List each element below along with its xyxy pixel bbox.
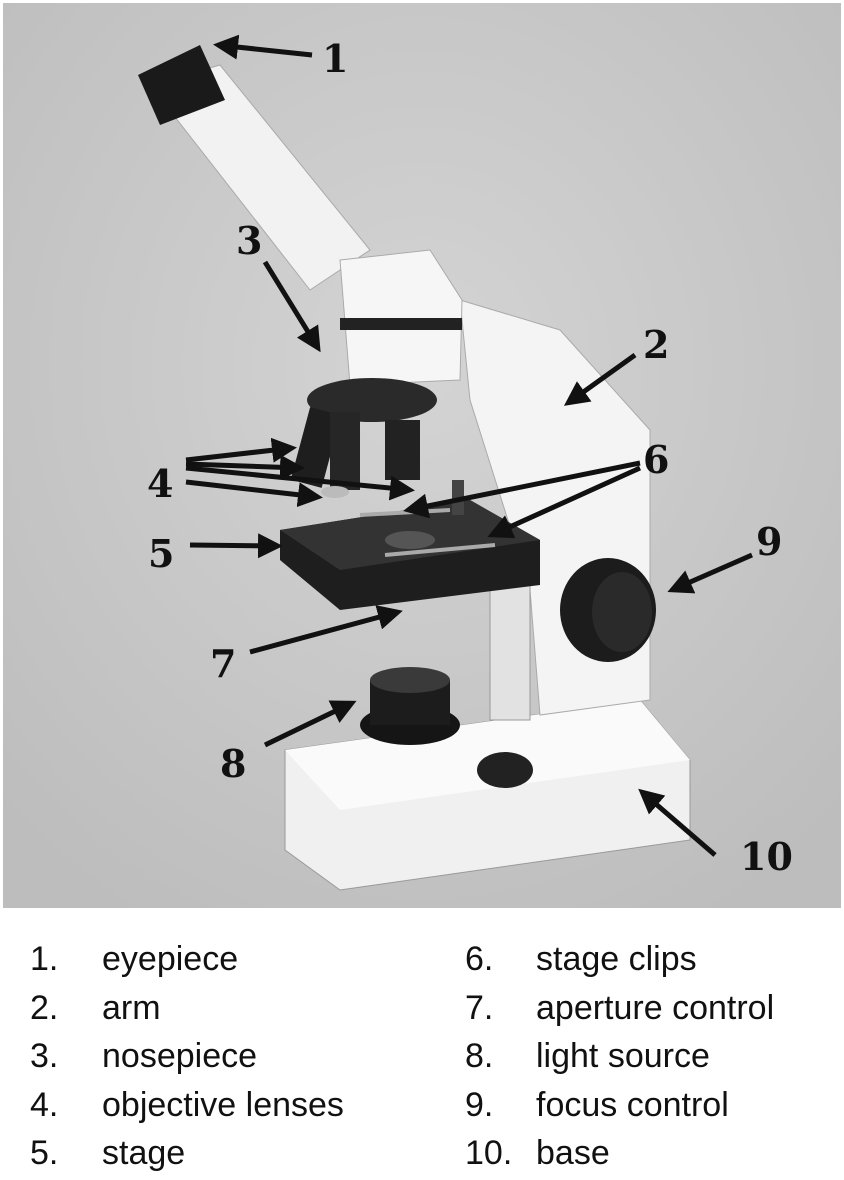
label-7: 7 xyxy=(210,641,236,686)
legend-text: stage xyxy=(102,1134,186,1172)
legend-number: 2. xyxy=(30,988,59,1027)
legend-text: base xyxy=(536,1134,610,1172)
legend-number: 8. xyxy=(465,1037,494,1075)
legend-item: 10. base xyxy=(465,1129,774,1178)
legend-text: light source xyxy=(536,1037,710,1075)
legend-number: 6. xyxy=(465,940,494,978)
legend-item: 7. aperture control xyxy=(465,984,774,1033)
label-9: 9 xyxy=(756,519,782,564)
legend-number: 3. xyxy=(30,1037,59,1075)
legend-column-1: 1. eyepiece 2. arm 3. nosepiece 4. objective… xyxy=(30,935,344,1178)
legend-text: aperture control xyxy=(536,988,775,1027)
legend-text: nosepiece xyxy=(102,1037,258,1075)
label-10: 10 xyxy=(740,834,793,879)
legend-number: 4. xyxy=(30,1085,59,1124)
legend-item: 3. nosepiece xyxy=(30,1032,344,1081)
legend-number: 5. xyxy=(30,1134,59,1172)
legend-item: 6. stage clips xyxy=(465,935,774,984)
legend-item: 4. objective lenses xyxy=(30,1081,344,1130)
legend-column-2: 6. stage clips 7. aperture control 8. light… xyxy=(465,935,774,1178)
legend-text: eyepiece xyxy=(102,940,239,978)
label-2: 2 xyxy=(643,322,669,367)
legend-text: objective lenses xyxy=(102,1085,344,1124)
legend-item: 9. focus control xyxy=(465,1081,774,1130)
label-8: 8 xyxy=(220,741,246,786)
legend-item: 5. stage xyxy=(30,1129,344,1178)
label-3: 3 xyxy=(236,218,262,263)
legend-text: focus control xyxy=(536,1085,729,1124)
label-5: 5 xyxy=(148,531,174,576)
label-6: 6 xyxy=(643,437,669,482)
legend-text: stage clips xyxy=(536,940,697,978)
legend-number: 7. xyxy=(465,988,494,1027)
label-4: 4 xyxy=(147,461,173,506)
legend-item: 8. light source xyxy=(465,1032,774,1081)
legend-number: 1. xyxy=(30,940,59,978)
legend-item: 1. eyepiece xyxy=(30,935,344,984)
legend-number: 9. xyxy=(465,1085,494,1124)
label-1: 1 xyxy=(322,36,348,81)
label-arrows xyxy=(185,34,754,857)
legend-number: 10. xyxy=(465,1134,513,1172)
legend-text: arm xyxy=(102,988,161,1027)
microscope-photo: 1 2 3 4 5 6 7 8 9 10 xyxy=(3,3,841,908)
legend-item: 2. arm xyxy=(30,984,344,1033)
